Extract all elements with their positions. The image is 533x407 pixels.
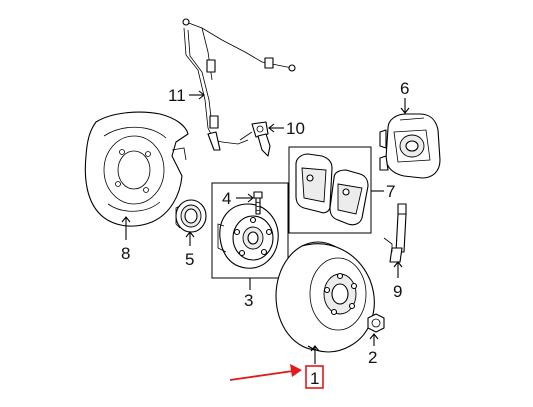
hub-bolt[interactable] — [253, 191, 263, 215]
leader-11-arrow — [198, 90, 205, 100]
callout-4: 4 — [222, 189, 231, 208]
callout-2: 2 — [368, 348, 377, 367]
brake-pad-group-box — [288, 146, 372, 234]
leader-6-arrow — [400, 107, 410, 114]
leader-8-arrow — [121, 216, 131, 223]
leader-5-arrow — [185, 231, 195, 238]
callout-11: 11 — [168, 86, 186, 105]
hub-seal[interactable] — [175, 199, 207, 233]
brake-disc-rotor[interactable] — [275, 241, 375, 353]
abs-wire-harness[interactable] — [182, 18, 296, 151]
callout-7: 7 — [386, 182, 395, 201]
leader-1-arrow — [310, 345, 320, 352]
leader-9-arrow — [393, 261, 403, 268]
leader-4-arrow — [247, 193, 254, 203]
lug-nut[interactable] — [367, 313, 385, 333]
backing-plate[interactable] — [84, 111, 189, 227]
abs-speed-sensor[interactable] — [239, 121, 271, 157]
leader-2-arrow — [369, 333, 379, 340]
callout-3: 3 — [244, 291, 253, 310]
highlight-arrow — [229, 369, 301, 381]
callout-5: 5 — [185, 250, 194, 269]
callout-1: 1 — [310, 369, 319, 388]
callout-6: 6 — [400, 79, 409, 98]
brake-hose[interactable] — [383, 203, 407, 263]
brake-pads[interactable] — [295, 153, 369, 226]
callout-1-highlight-box — [305, 365, 324, 389]
callout-9: 9 — [393, 282, 402, 301]
callout-10: 10 — [286, 119, 305, 138]
leader-10-arrow — [268, 123, 275, 133]
callout-8: 8 — [121, 244, 130, 263]
brake-caliper[interactable] — [379, 113, 441, 179]
hub-bearing-assembly[interactable] — [217, 203, 279, 269]
highlight-arrow-head — [290, 364, 302, 377]
